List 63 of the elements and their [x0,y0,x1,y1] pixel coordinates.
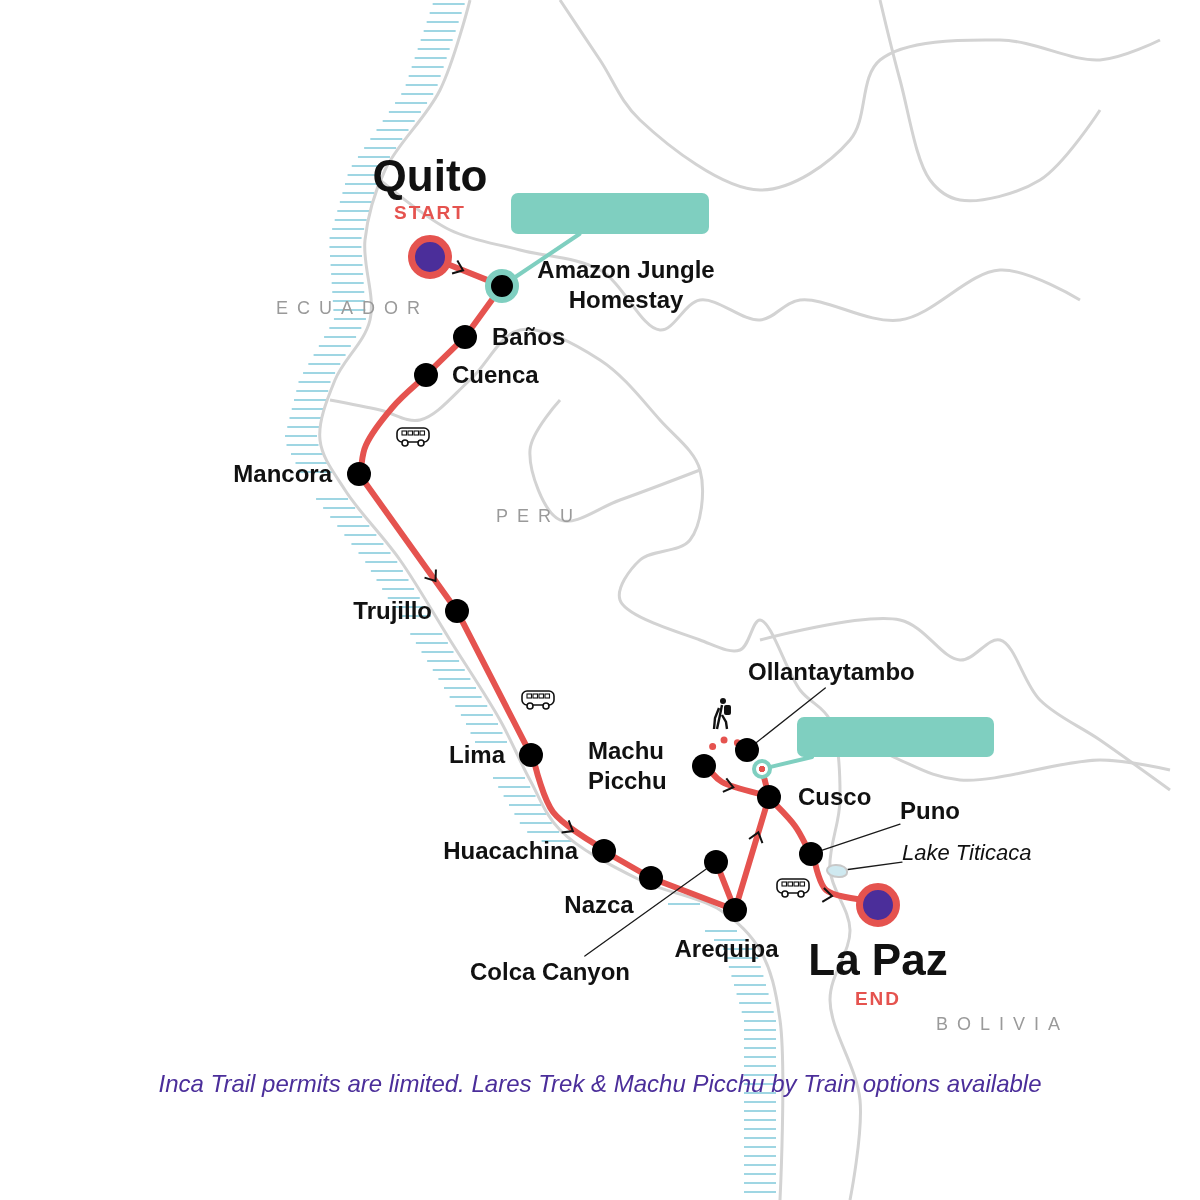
route-line [812,862,860,903]
country-label: BOLIVIA [936,1014,1070,1035]
leader-line [584,868,707,957]
route-end-label: START [393,202,467,224]
stop-dot [757,785,781,809]
route-line [774,802,809,847]
stop-dot [453,325,477,349]
place-label: Amazon Jungle Homestay [536,255,716,315]
place-label: Colca Canyon [470,956,655,988]
place-label: Arequipa [673,934,780,964]
stop-dot [639,866,663,890]
stop-dot [592,839,616,863]
route-line [459,618,529,748]
stop-dot [856,883,900,927]
place-label: Machu Picchu [588,736,668,796]
route-line [735,805,769,902]
stop-dot [752,759,772,779]
stop-dot [735,738,759,762]
route-line [469,296,495,331]
place-label: Nazca [563,890,635,920]
leader-line [847,861,903,871]
stop-dot [347,462,371,486]
route-line [761,775,770,789]
leader-line [769,755,815,769]
place-label: Ollantaytambo [748,656,943,688]
stop-dot [408,235,452,279]
stop-dot [692,754,716,778]
route-line [717,870,734,902]
place-label: Lima [448,740,505,770]
place-label: Huacachina [442,836,578,866]
stop-dot [519,743,543,767]
route-line [363,480,453,605]
stop-dot [485,269,519,303]
place-label: Lake Titicaca [902,837,1052,867]
leader-line [755,687,826,744]
country-label: ECUADOR [276,298,429,319]
stop-dot [799,842,823,866]
lake-outline [826,864,848,878]
stop-dot [414,363,438,387]
place-label: Cuenca [452,360,539,390]
stop-dot [723,898,747,922]
leader-line [514,232,582,279]
stop-dot [704,850,728,874]
place-label: Cusco [798,782,872,812]
place-label: Baños [492,322,566,352]
route-line [532,763,598,847]
leader-line [821,823,901,851]
route-line [431,342,460,370]
country-label: PERU [496,506,582,527]
place-label: Quito [371,152,489,200]
stop-dot [445,599,469,623]
route-line [659,879,727,909]
badge-box [797,717,994,757]
place-label: Trujillo [352,596,432,626]
place-label: Mancora [232,459,332,489]
note-caption: Inca Trail permits are limited. Lares Trek & Machu Picchu by Train options available [157,1070,1043,1098]
place-label: La Paz [807,936,949,984]
badge-box [511,193,709,234]
place-label: Puno [900,795,978,827]
route-line [358,380,421,466]
route-line [447,259,490,283]
route-end-label: END [853,988,903,1010]
route-line [611,854,644,875]
